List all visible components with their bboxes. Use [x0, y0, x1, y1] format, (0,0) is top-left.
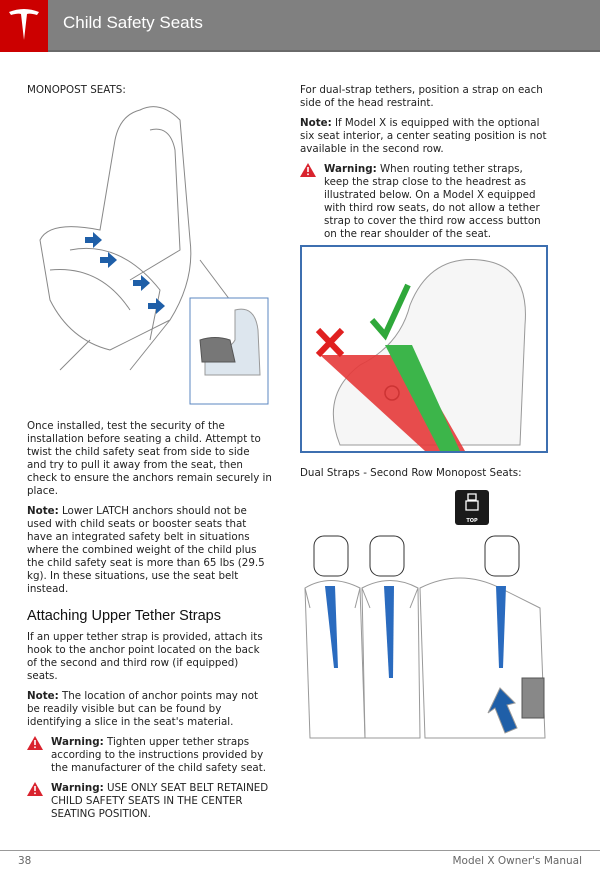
- note-text: If Model X is equipped with the optional…: [300, 117, 547, 155]
- monopost-label: MONOPOST SEATS:: [27, 84, 126, 96]
- note-text: The location of anchor points may not be…: [27, 690, 259, 728]
- page-title: Child Safety Seats: [63, 13, 203, 32]
- warning-text: USE ONLY SEAT BELT RETAINED CHILD SAFETY…: [51, 782, 269, 820]
- warning-label: Warning:: [324, 163, 377, 175]
- latch-note: Note: Lower LATCH anchors should not be …: [27, 505, 272, 596]
- warning-icon: [27, 736, 43, 750]
- warning-routing: Warning: When routing tether straps, kee…: [300, 163, 550, 241]
- warning-center-seat: Warning: USE ONLY SEAT BELT RETAINED CHI…: [27, 782, 272, 821]
- note-text: Lower LATCH anchors should not be used w…: [27, 505, 265, 595]
- install-paragraph: Once installed, test the security of the…: [27, 420, 272, 497]
- x-mark-icon: [315, 327, 345, 358]
- arrow-icon: [487, 687, 518, 734]
- warning-text: Tighten upper tether straps according to…: [51, 736, 267, 774]
- check-mark-icon: [369, 283, 411, 341]
- anchor-note: Note: The location of anchor points may …: [27, 690, 272, 729]
- caption-area: Dual Straps - Second Row Monopost Seats:: [300, 467, 550, 487]
- seat-back: [304, 535, 546, 739]
- warning-icon: [300, 163, 316, 177]
- left-text: Once installed, test the security of the…: [27, 420, 272, 828]
- top-tether-icon: TOP TETHER: [455, 490, 489, 531]
- warning-text: When routing tether straps, keep the str…: [324, 163, 541, 240]
- footer-divider: [0, 850, 600, 851]
- monopost-seat-illustration: [30, 100, 275, 409]
- warning-label: Warning:: [51, 736, 104, 748]
- figure-caption: Dual Straps - Second Row Monopost Seats:: [300, 467, 522, 479]
- warning-tighten: Warning: Tighten upper tether straps acc…: [27, 736, 272, 775]
- note-label: Note:: [27, 505, 59, 517]
- note-label: Note:: [300, 117, 332, 129]
- section-heading: Attaching Upper Tether Straps: [27, 608, 221, 624]
- dual-strap-seats-illustration: [300, 528, 550, 752]
- right-column: For dual-strap tethers, position a strap…: [300, 84, 550, 248]
- tesla-logo-icon: [0, 0, 48, 52]
- note-label: Note:: [27, 690, 59, 702]
- six-seat-note: Note: If Model X is equipped with the op…: [300, 117, 550, 156]
- warning-icon: [27, 782, 43, 796]
- arrow-icon: [85, 232, 165, 314]
- dual-strap-paragraph: For dual-strap tethers, position a strap…: [300, 84, 543, 109]
- manual-title: Model X Owner's Manual: [452, 855, 582, 867]
- warning-label: Warning:: [51, 782, 104, 794]
- top-tether-label: TOP TETHER: [461, 518, 483, 531]
- tether-paragraph: If an upper tether strap is provided, at…: [27, 631, 263, 682]
- page-header: Child Safety Seats: [0, 0, 600, 52]
- left-column: MONOPOST SEATS:: [27, 84, 272, 104]
- strap-routing-illustration: [300, 245, 548, 457]
- page-number: 38: [18, 855, 32, 867]
